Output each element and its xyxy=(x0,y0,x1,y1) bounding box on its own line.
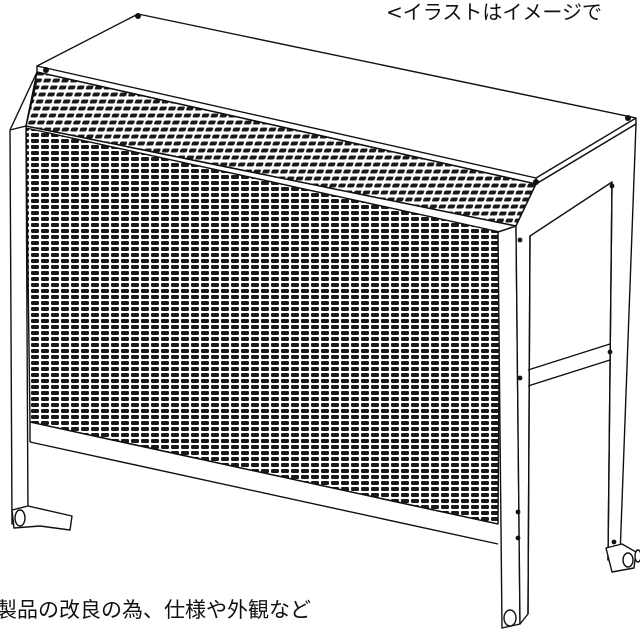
image-notice-top: <イラストはイメージで xyxy=(386,0,602,24)
left-front-leg xyxy=(9,125,29,525)
image-notice-bottom: 製品の改良の為、仕様や外観など xyxy=(0,598,311,622)
